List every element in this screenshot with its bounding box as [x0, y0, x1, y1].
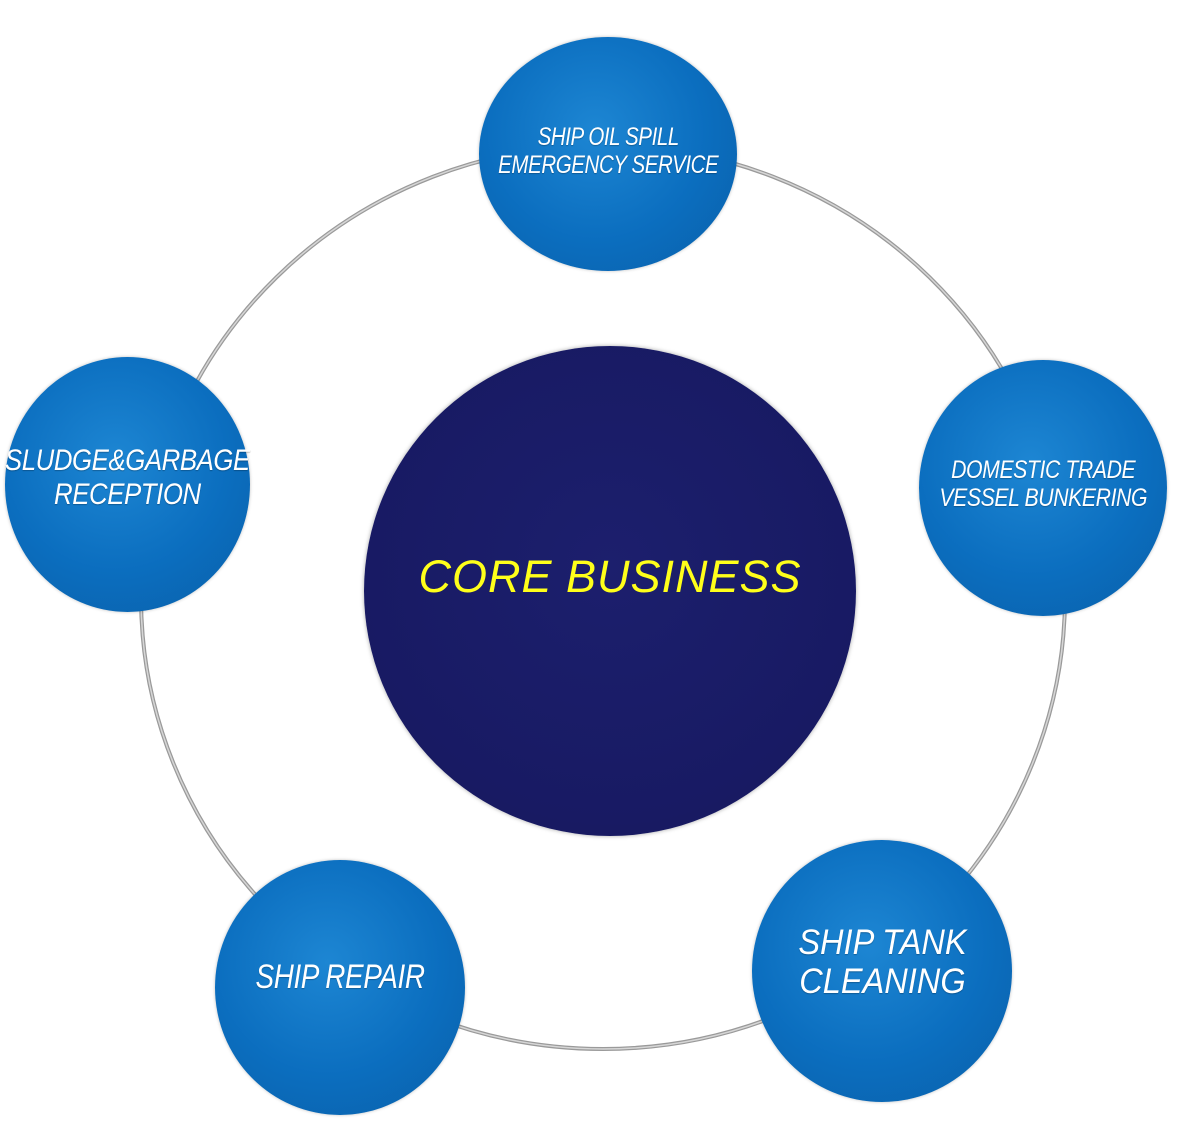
node-ship-repair: SHIP REPAIR: [215, 860, 465, 1115]
node-label-line: SHIP REPAIR: [255, 958, 425, 997]
center-core-business-node: CORE BUSINESS: [364, 346, 856, 836]
center-title: CORE BUSINESS: [418, 551, 802, 602]
node-label-line: VESSEL BUNKERING: [939, 484, 1147, 512]
node-domestic-trade-vessel-bunkering: DOMESTIC TRADE VESSEL BUNKERING: [919, 360, 1167, 616]
node-label-line: EMERGENCY SERVICE: [497, 151, 719, 179]
node-label-line: SLUDGE&GARBAGE: [5, 443, 250, 477]
node-sludge-garbage-reception: SLUDGE&GARBAGE RECEPTION: [5, 357, 250, 612]
node-label: SHIP REPAIR: [255, 958, 424, 996]
node-label: SLUDGE&GARBAGE RECEPTION: [5, 444, 250, 511]
node-label-line: RECEPTION: [54, 477, 201, 511]
node-label-line: SHIP TANK: [797, 922, 967, 962]
node-ship-tank-cleaning: SHIP TANK CLEANING: [752, 840, 1012, 1102]
node-label-line: CLEANING: [798, 962, 966, 1001]
node-label: SHIP TANK CLEANING: [798, 923, 966, 1001]
node-ship-oil-spill-emergency-service: SHIP OIL SPILL EMERGENCY SERVICE: [479, 37, 737, 271]
node-label: SHIP OIL SPILL EMERGENCY SERVICE: [497, 123, 719, 179]
node-label-line: SHIP OIL SPILL: [537, 123, 679, 151]
node-label: DOMESTIC TRADE VESSEL BUNKERING: [939, 456, 1147, 512]
node-label-line: DOMESTIC TRADE: [950, 456, 1136, 484]
